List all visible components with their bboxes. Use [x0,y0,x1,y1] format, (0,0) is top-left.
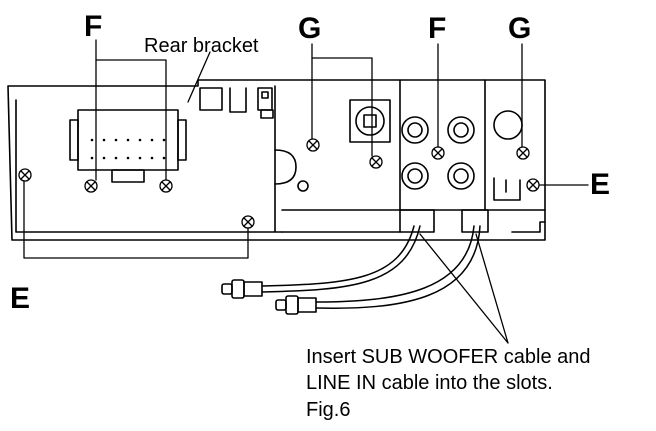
screw-icon [18,168,32,182]
cables [261,225,481,309]
screw-icon [526,178,540,192]
screws [18,138,540,229]
screw-icon [306,138,320,152]
screw-icon [369,155,383,169]
rca-plug-1 [221,279,263,299]
antenna-connector [349,99,391,143]
bracket-tab-left [199,87,223,111]
label-f-right: F [428,12,447,45]
rca-plug-2 [275,295,317,315]
screw-icon [516,146,530,160]
label-f-left: F [84,10,103,43]
leader-lines [23,39,589,344]
screw-icon [159,179,173,193]
screw-icon [431,146,445,160]
bracket-bump [274,149,297,185]
label-e-left: E [10,282,31,315]
rca-panel [399,79,489,233]
screw-icon [241,215,255,229]
label-g-right: G [508,12,532,45]
instruction-line-1: Insert SUB WOOFER cable and [306,346,591,368]
main-connector [69,109,187,183]
label-rear-bracket: Rear bracket [144,35,259,57]
label-g-left: G [298,12,322,45]
label-e-right: E [590,168,611,201]
screw-icon [84,179,98,193]
instruction-line-2: LINE IN cable into the slots. [306,372,553,394]
rear-bracket-outline [15,85,283,233]
figure-label: Fig.6 [306,399,351,421]
chassis-outline [7,79,546,241]
bracket-hook [229,87,247,113]
right-hole [493,110,523,140]
